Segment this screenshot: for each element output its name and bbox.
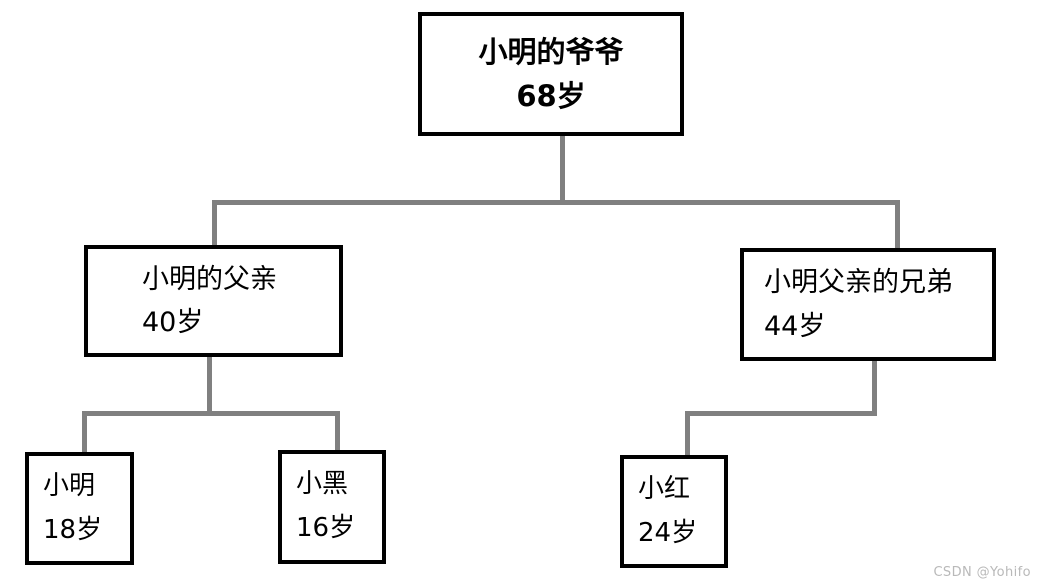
node-father-age: 40岁 [142, 307, 204, 338]
node-grandfather[interactable]: 小明的爷爷 68岁 [418, 12, 684, 136]
connector-to-uncle [895, 200, 900, 250]
connector-to-xiaohei [335, 411, 340, 453]
node-xiaohei-age: 16岁 [296, 513, 356, 543]
connector-to-father [212, 200, 217, 248]
node-xiaohong-name: 小红 [638, 473, 691, 504]
connector-uncle-bus [685, 411, 877, 416]
node-xiaohei[interactable]: 小黑 16岁 [278, 450, 386, 564]
node-xiaohong-age: 24岁 [638, 517, 698, 548]
watermark: CSDN @Yohifo [933, 565, 1031, 580]
connector-uncle-stem [872, 360, 877, 416]
connector-root-stem [560, 135, 565, 204]
node-father-name: 小明的父亲 [142, 263, 277, 295]
node-xiaoming-age: 18岁 [43, 514, 103, 545]
connector-level2-bus [212, 200, 900, 205]
node-xiaoming-name: 小明 [43, 470, 96, 501]
node-grandfather-name: 小明的爷爷 [478, 34, 624, 69]
connector-father-bus [82, 411, 340, 416]
connector-to-xiaoming [82, 411, 87, 455]
node-father[interactable]: 小明的父亲 40岁 [84, 245, 343, 357]
node-uncle-age: 44岁 [764, 310, 826, 342]
node-xiaohong[interactable]: 小红 24岁 [620, 455, 728, 568]
connector-to-xiaohong [685, 411, 690, 459]
node-xiaoming[interactable]: 小明 18岁 [25, 452, 134, 565]
node-uncle[interactable]: 小明父亲的兄弟 44岁 [740, 248, 996, 361]
node-xiaohei-name: 小黑 [296, 469, 349, 500]
connector-father-stem [207, 356, 212, 414]
node-grandfather-age: 68岁 [516, 79, 586, 113]
node-uncle-name: 小明父亲的兄弟 [764, 267, 953, 299]
